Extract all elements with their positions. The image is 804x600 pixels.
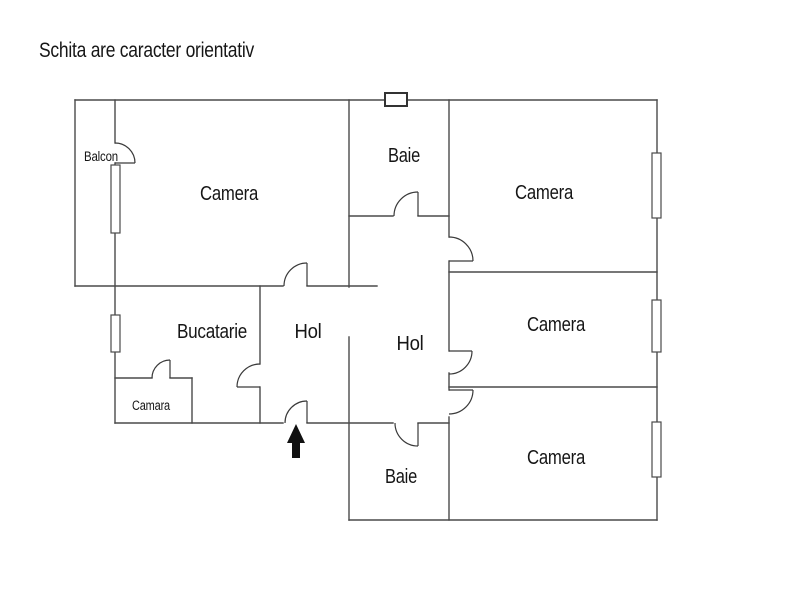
window-balcon bbox=[110, 164, 121, 234]
room-label-camera-top-left: Camera bbox=[200, 183, 259, 205]
door-balcon-arc bbox=[114, 142, 136, 164]
window-camera-bottom-right bbox=[651, 421, 662, 478]
room-label-bucatarie: Bucatarie bbox=[177, 321, 247, 343]
door-camera-br-arc bbox=[448, 389, 474, 415]
room-label-baie-top: Baie bbox=[388, 145, 420, 167]
door-camera-mr-arc bbox=[448, 350, 473, 375]
room-label-camera-top-right: Camera bbox=[515, 182, 574, 204]
room-label-camera-bottom-right: Camera bbox=[527, 447, 586, 469]
doors bbox=[114, 142, 474, 447]
room-label-camara: Camara bbox=[132, 398, 171, 413]
window-camera-top-right bbox=[651, 152, 662, 219]
door-camera-tl-arc bbox=[283, 262, 308, 287]
window-bucatarie bbox=[110, 314, 121, 353]
vent-baie-top bbox=[384, 92, 408, 107]
room-label-hol-right: Hol bbox=[397, 333, 424, 355]
door-camera-tr-arc bbox=[448, 236, 474, 262]
page-title: Schita are caracter orientativ bbox=[39, 39, 255, 62]
door-baie-bottom-arc bbox=[394, 422, 419, 447]
labels: Schita are caracter orientativ Balcon Ca… bbox=[39, 39, 586, 488]
room-label-balcon: Balcon bbox=[84, 149, 118, 164]
door-camara-arc bbox=[151, 359, 171, 379]
window-camera-middle-right bbox=[651, 299, 662, 353]
door-entrance-arc bbox=[284, 400, 308, 424]
room-label-baie-bottom: Baie bbox=[385, 466, 417, 488]
door-bucatarie-arc bbox=[236, 363, 261, 388]
room-label-hol-left: Hol bbox=[295, 321, 322, 343]
room-label-camera-middle-right: Camera bbox=[527, 314, 586, 336]
windows bbox=[110, 92, 662, 478]
door-baie-top-arc bbox=[393, 191, 419, 217]
entrance-arrow-icon bbox=[287, 424, 305, 458]
